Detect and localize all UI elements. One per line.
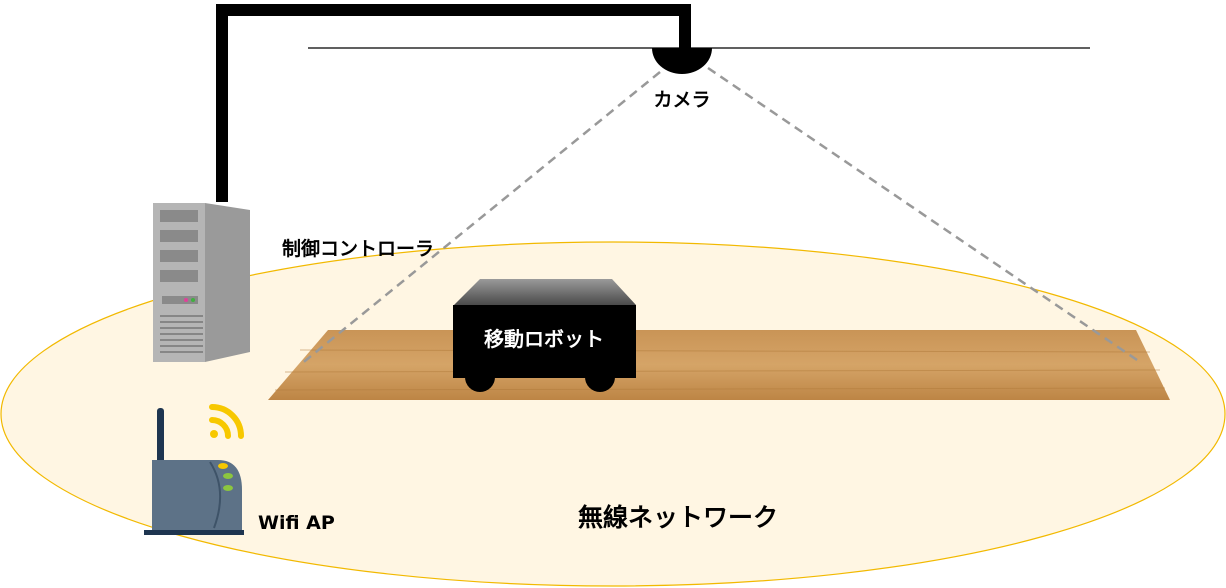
cable — [216, 4, 691, 202]
camera-icon — [652, 48, 712, 74]
network-label: 無線ネットワーク — [578, 503, 778, 532]
wifi-signal-icon — [209, 404, 244, 439]
camera-view-left — [299, 71, 661, 366]
robot-icon — [453, 279, 636, 392]
camera-label: カメラ — [653, 89, 710, 111]
wifi-ap-label: Wifi AP — [258, 512, 335, 534]
server-icon — [153, 203, 250, 362]
controller-label: 制御コントローラ — [282, 237, 434, 260]
robot-label: 移動ロボット — [484, 327, 604, 351]
wifi-router-icon — [144, 408, 244, 535]
wireless-network-area — [0, 241, 1226, 587]
camera-view-right — [707, 66, 1141, 364]
